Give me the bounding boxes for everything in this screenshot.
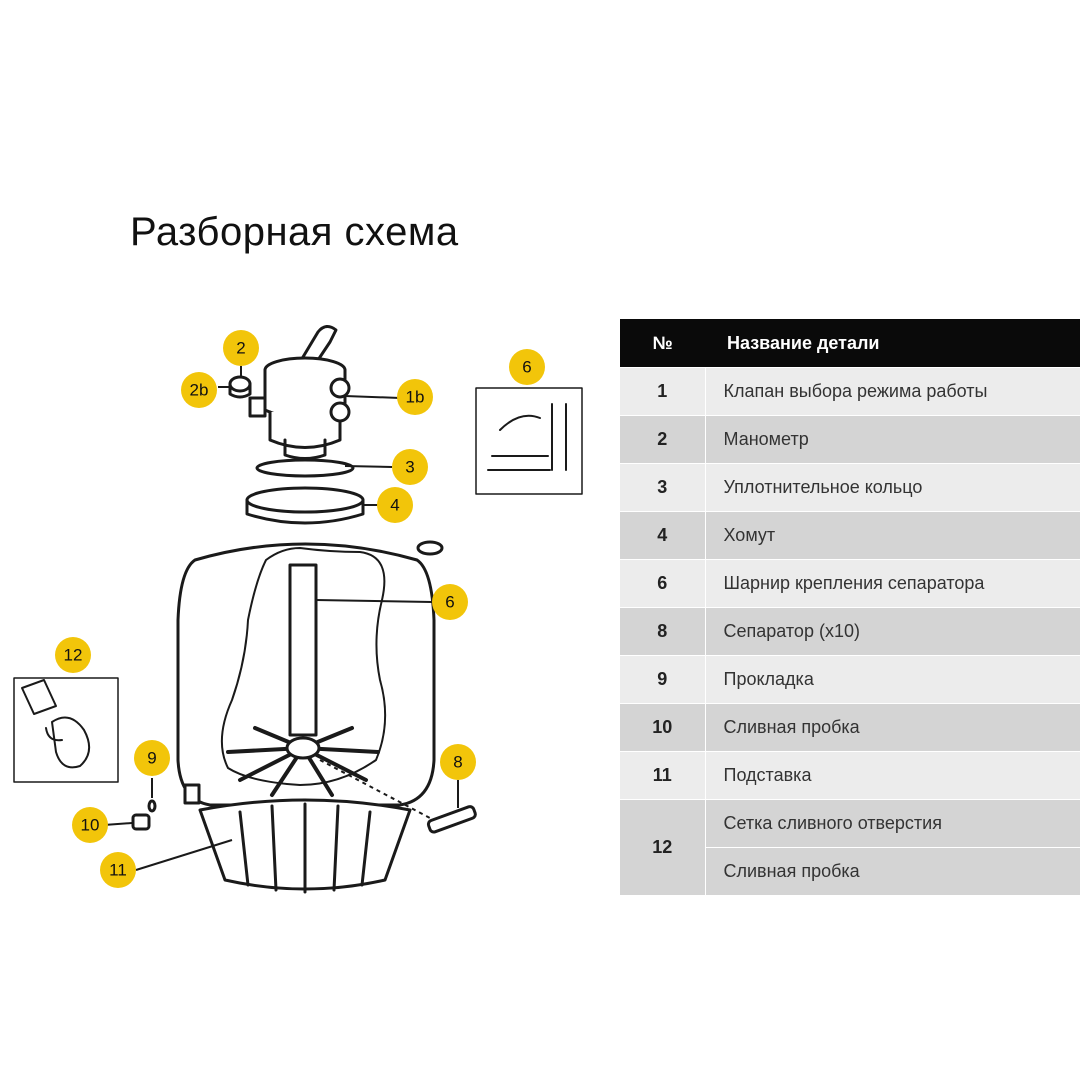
callout-8: 8: [440, 744, 476, 780]
tank-cutaway: [220, 547, 387, 786]
svg-text:6: 6: [522, 358, 531, 377]
callout-12: 12: [55, 637, 91, 673]
row-part-name: Сепаратор (x10): [704, 607, 1080, 656]
lateral-part: [426, 805, 477, 834]
callout-6-inset: 6: [509, 349, 545, 385]
pressure-gauge: [228, 375, 252, 399]
table-row: 12 Сетка сливного отверстия: [620, 799, 1080, 895]
row-number: 3: [620, 463, 705, 512]
tank-body: [176, 542, 436, 807]
callout-4: 4: [377, 487, 413, 523]
row-number: 6: [620, 559, 705, 608]
table-row: 3 Уплотнительное кольцо: [620, 463, 1080, 512]
row-part-name: Подставка: [704, 751, 1080, 800]
callout-1b: 1b: [397, 379, 433, 415]
row-number: 12: [620, 799, 705, 895]
clamp: [245, 486, 365, 525]
callout-10: 10: [72, 807, 108, 843]
callout-3: 3: [392, 449, 428, 485]
svg-text:3: 3: [405, 458, 414, 477]
table-row: 2 Манометр: [620, 415, 1080, 464]
inset-hinge-box: [475, 387, 583, 495]
inset-drain-box: [13, 677, 119, 783]
svg-text:12: 12: [64, 646, 83, 665]
row-part-name: Шарнир крепления сепаратора: [704, 559, 1080, 608]
table-row: Сливная пробка: [620, 847, 1080, 895]
table-row: 6 Шарнир крепления сепаратора: [620, 559, 1080, 608]
page-title: Разборная схема: [130, 210, 459, 254]
svg-text:9: 9: [147, 749, 156, 768]
row-part-name: Прокладка: [704, 655, 1080, 704]
callout-9: 9: [134, 740, 170, 776]
row-part-name: Сливная пробка: [704, 847, 1080, 895]
svg-text:10: 10: [81, 816, 100, 835]
row-number: 1: [620, 367, 705, 416]
row-part-name: Сетка сливного отверстия: [704, 799, 1080, 848]
row-part-name: Клапан выбора режима работы: [704, 367, 1080, 416]
svg-text:1b: 1b: [406, 388, 425, 407]
row-part-name: Уплотнительное кольцо: [704, 463, 1080, 512]
callout-6: 6: [432, 584, 468, 620]
row-part-name: Сливная пробка: [704, 703, 1080, 752]
central-pipe: [288, 563, 318, 737]
table-header-row: № Название детали: [620, 319, 1080, 368]
filter-exploded-diagram: 2 2b 1b 3 4 6 6 12 9 8 10 11: [13, 325, 583, 894]
row-number: 11: [620, 751, 705, 800]
row-number: 4: [620, 511, 705, 560]
row-number: 10: [620, 703, 705, 752]
table-row: 9 Прокладка: [620, 655, 1080, 704]
svg-text:11: 11: [109, 861, 127, 880]
parts-table: № Название детали 1 Клапан выбора режима…: [620, 319, 1080, 895]
table-row: 8 Сепаратор (x10): [620, 607, 1080, 656]
table-row: 10 Сливная пробка: [620, 703, 1080, 752]
o-ring: [255, 458, 355, 478]
row-part-name: Манометр: [704, 415, 1080, 464]
row-number: 8: [620, 607, 705, 656]
svg-text:2: 2: [236, 339, 245, 358]
callout-11: 11: [100, 852, 136, 888]
header-number: №: [620, 319, 705, 368]
svg-text:2b: 2b: [190, 381, 209, 400]
callout-2: 2: [223, 330, 259, 366]
row-part-name: Хомут: [704, 511, 1080, 560]
header-part-name: Название детали: [705, 319, 1080, 368]
svg-text:8: 8: [453, 753, 462, 772]
table-row: 11 Подставка: [620, 751, 1080, 800]
callout-2b: 2b: [181, 372, 217, 408]
table-row: 1 Клапан выбора режима работы: [620, 367, 1080, 416]
svg-text:6: 6: [445, 593, 454, 612]
svg-text:4: 4: [390, 496, 399, 515]
row-number: 2: [620, 415, 705, 464]
table-row: 4 Хомут: [620, 511, 1080, 560]
multiport-valve: [248, 325, 351, 460]
row-number: 9: [620, 655, 705, 704]
stand: [198, 798, 412, 894]
